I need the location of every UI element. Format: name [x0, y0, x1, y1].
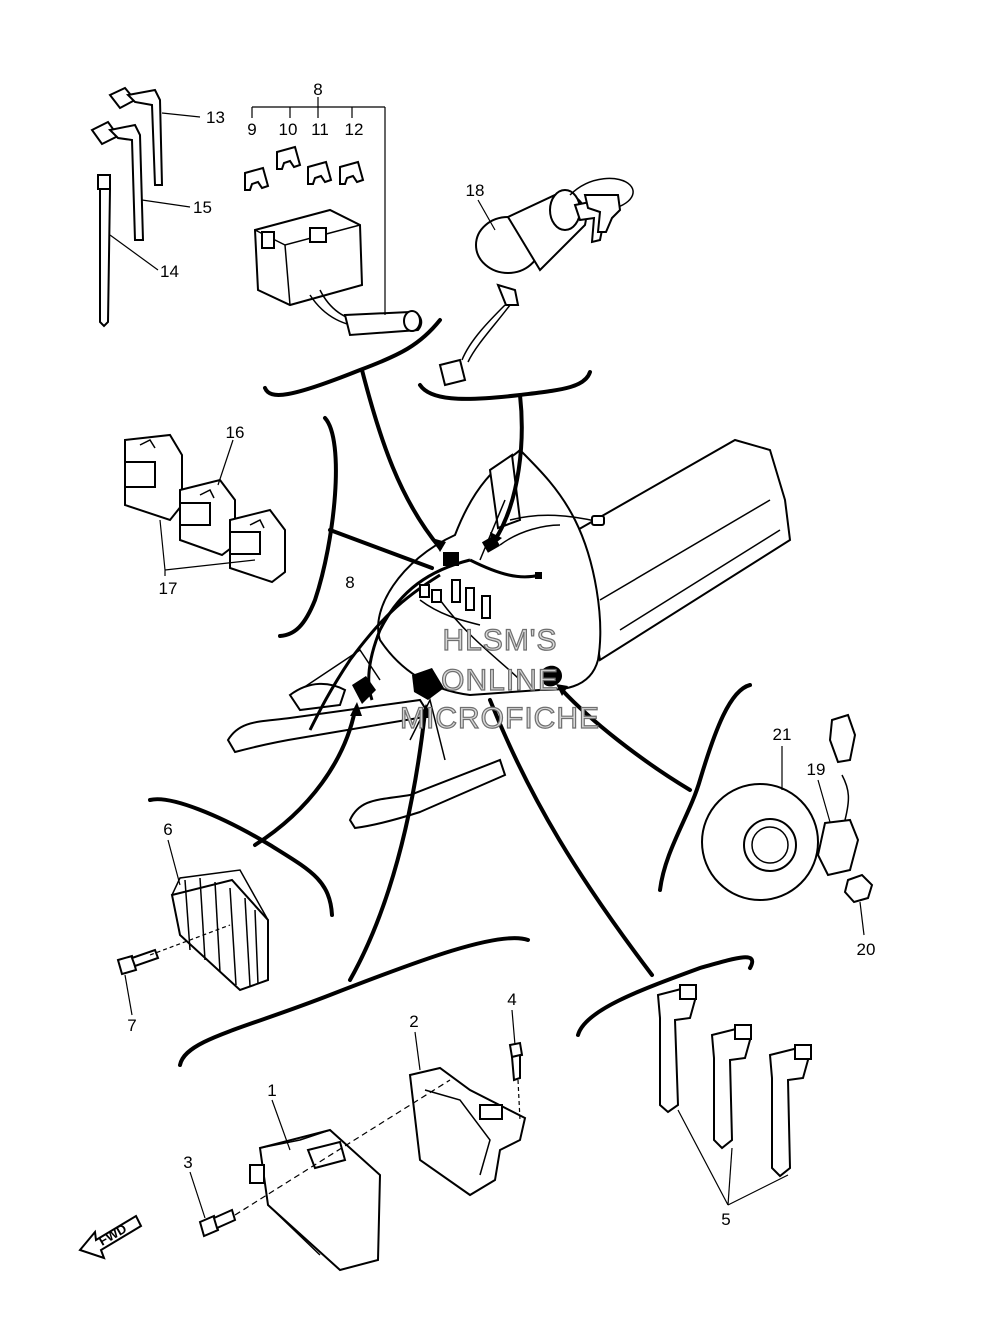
fuse-box-assembly: [244, 97, 423, 337]
relays-group: [124, 433, 286, 584]
watermark-line-2: ONLINE: [441, 664, 559, 697]
group-brackets: [148, 318, 754, 1067]
snowmobile-chassis: [226, 438, 792, 830]
pickup-coil-19: [816, 713, 860, 877]
callout-12: 12: [345, 120, 364, 139]
relay-17-a: [124, 433, 183, 522]
watermark-line-3: MICROFICHE: [400, 702, 600, 735]
cdi-unit-assembly: [189, 1009, 527, 1272]
cable-tie-15: [90, 120, 145, 241]
wire-harness-on-chassis: [308, 499, 562, 731]
fuse-12: [339, 160, 365, 185]
callout-8-chassis: 8: [345, 573, 354, 592]
relay-16: [179, 478, 236, 557]
fuse-11: [307, 160, 333, 185]
nut-20: [843, 873, 874, 904]
callout-15: 15: [193, 198, 212, 217]
ignition-coil-c: [768, 1044, 812, 1178]
main-switch-assembly: [438, 177, 634, 387]
callout-14: 14: [160, 262, 179, 281]
callout-6: 6: [163, 820, 172, 839]
fuse-10: [276, 145, 302, 170]
fuse-9: [244, 166, 270, 191]
cable-tie-13: [108, 86, 164, 186]
watermark-line-1: HLSM'S: [442, 624, 557, 657]
callout-1: 1: [267, 1081, 276, 1100]
callout-numbers: 8 9 10 11 12 13 15 14 18 16 17 8 6 7 21 …: [127, 80, 875, 1229]
cable-tie-14: [97, 174, 112, 328]
callout-20: 20: [857, 940, 876, 959]
callout-13: 13: [206, 108, 225, 127]
callout-3: 3: [183, 1153, 192, 1172]
callout-17: 17: [159, 579, 178, 598]
callout-11: 11: [311, 120, 329, 139]
relay-17-b: [229, 508, 286, 584]
callout-2: 2: [409, 1012, 418, 1031]
forward-direction-arrow: FWD: [78, 1214, 143, 1260]
callout-19: 19: [807, 760, 826, 779]
cable-ties: [90, 86, 201, 328]
callout-9: 9: [247, 120, 256, 139]
callout-18: 18: [466, 181, 485, 200]
callout-5: 5: [721, 1210, 730, 1229]
ignition-coil-b: [710, 1024, 752, 1150]
pickup-assembly: [701, 713, 874, 936]
callout-21: 21: [773, 725, 792, 744]
callout-4: 4: [507, 990, 516, 1009]
ignition-coil-a: [656, 984, 697, 1114]
rectifier-regulator: [116, 839, 269, 1016]
callout-16: 16: [226, 423, 245, 442]
ignition-coils: [656, 984, 812, 1206]
callout-10: 10: [279, 120, 298, 139]
watermark: HLSM'S ONLINE MICROFICHE: [399, 623, 600, 735]
callout-7: 7: [127, 1016, 136, 1035]
callout-8: 8: [313, 80, 322, 99]
pickup-rotor-21: [701, 783, 819, 901]
